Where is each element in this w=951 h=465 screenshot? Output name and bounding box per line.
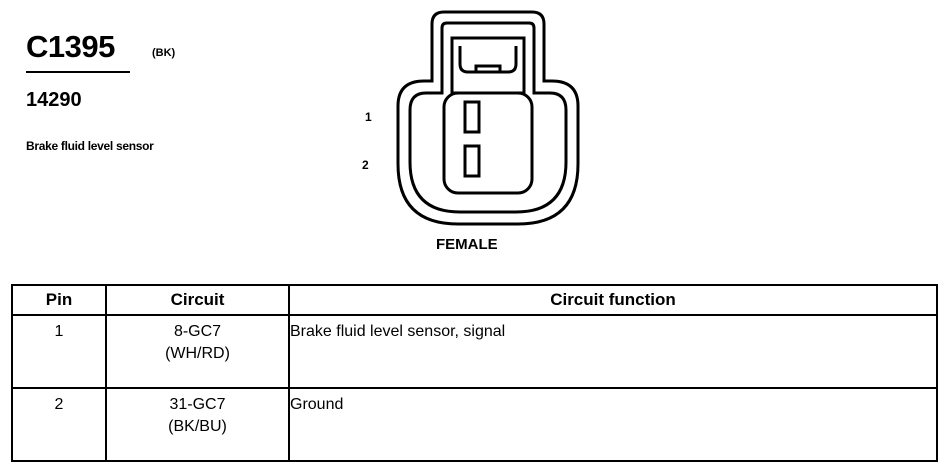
latch-tab — [458, 46, 518, 74]
row-2-circuit-number: 31-GC7 — [169, 396, 226, 413]
row-2-circuit: 31-GC7 (BK/BU) — [105, 387, 290, 462]
connector-description: Brake fluid level sensor — [26, 139, 154, 153]
header-pin: Pin — [11, 284, 107, 316]
connector-face-diagram — [396, 10, 580, 226]
row-1-wire-color: (WH/RD) — [165, 345, 230, 362]
pin-label-2: 2 — [362, 158, 369, 172]
header-circuit-function: Circuit function — [288, 284, 938, 316]
latch-notch — [474, 64, 502, 72]
connector-gender-label: FEMALE — [436, 236, 498, 253]
connector-id-underline — [26, 71, 130, 73]
row-1-function: Brake fluid level sensor, signal — [288, 314, 938, 389]
connector-id: C1395 — [26, 29, 115, 64]
connector-color-code: (BK) — [152, 47, 176, 59]
connector-inner-shell — [408, 21, 568, 214]
row-2-wire-color: (BK/BU) — [168, 418, 227, 435]
pin-cavity-2 — [463, 144, 481, 178]
header-circuit: Circuit — [105, 284, 290, 316]
row-2-function: Ground — [288, 387, 938, 462]
row-1-circuit-number: 8-GC7 — [173, 323, 222, 340]
pin-table: Pin Circuit Circuit function 1 8-GC7 (WH… — [11, 284, 938, 462]
pin-cavity-1 — [463, 100, 481, 134]
connector-outer-shell — [396, 10, 580, 226]
pin-label-1: 1 — [365, 110, 372, 124]
table-header-row: Pin Circuit Circuit function — [11, 284, 938, 316]
row-1-circuit: 8-GC7 (WH/RD) — [105, 314, 290, 389]
terminal-block — [442, 91, 534, 195]
row-1-pin: 1 — [11, 314, 107, 389]
table-row: 2 31-GC7 (BK/BU) Ground — [11, 387, 938, 462]
table-row: 1 8-GC7 (WH/RD) Brake fluid level sensor… — [11, 314, 938, 389]
part-number: 14290 — [26, 89, 82, 111]
row-2-pin: 2 — [11, 387, 107, 462]
